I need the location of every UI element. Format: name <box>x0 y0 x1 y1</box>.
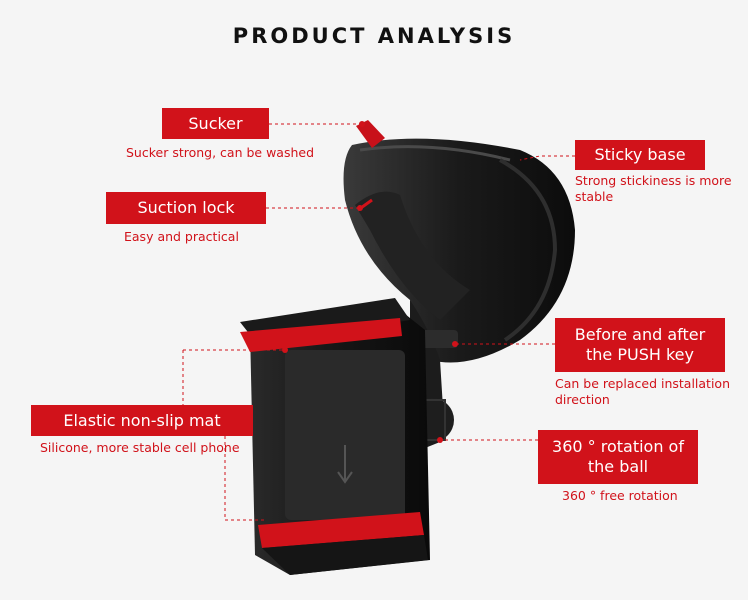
leader-lines <box>182 123 575 521</box>
page-title: PRODUCT ANALYSIS <box>232 24 516 48</box>
non-slip-mat-desc: Silicone, more stable cell phone <box>40 440 240 455</box>
non-slip-mat-tag: Elastic non-slip mat <box>31 405 253 436</box>
suction-lock-tag: Suction lock <box>106 192 266 224</box>
ball-rotation-desc: 360 ° free rotation <box>562 488 678 503</box>
suction-cup-base <box>343 138 575 363</box>
sticky-base-tag: Sticky base <box>575 140 705 170</box>
push-key-tag: Before and after the PUSH key <box>555 318 725 372</box>
suction-lock-desc: Easy and practical <box>124 229 239 244</box>
leader-dots <box>282 121 458 443</box>
sucker-tag: Sucker <box>162 108 269 139</box>
sticky-base-desc: Strong stickiness is more stable <box>575 173 732 204</box>
sucker-desc: Sucker strong, can be washed <box>126 145 315 160</box>
phone-clamp <box>240 298 430 575</box>
push-key-desc: Can be replaced installation direction <box>555 376 730 407</box>
push-key <box>418 330 458 348</box>
sucker-tab <box>356 120 385 148</box>
ball-rotation-tag: 360 ° rotation of the ball <box>538 430 698 484</box>
suction-lock-lever <box>355 191 470 320</box>
